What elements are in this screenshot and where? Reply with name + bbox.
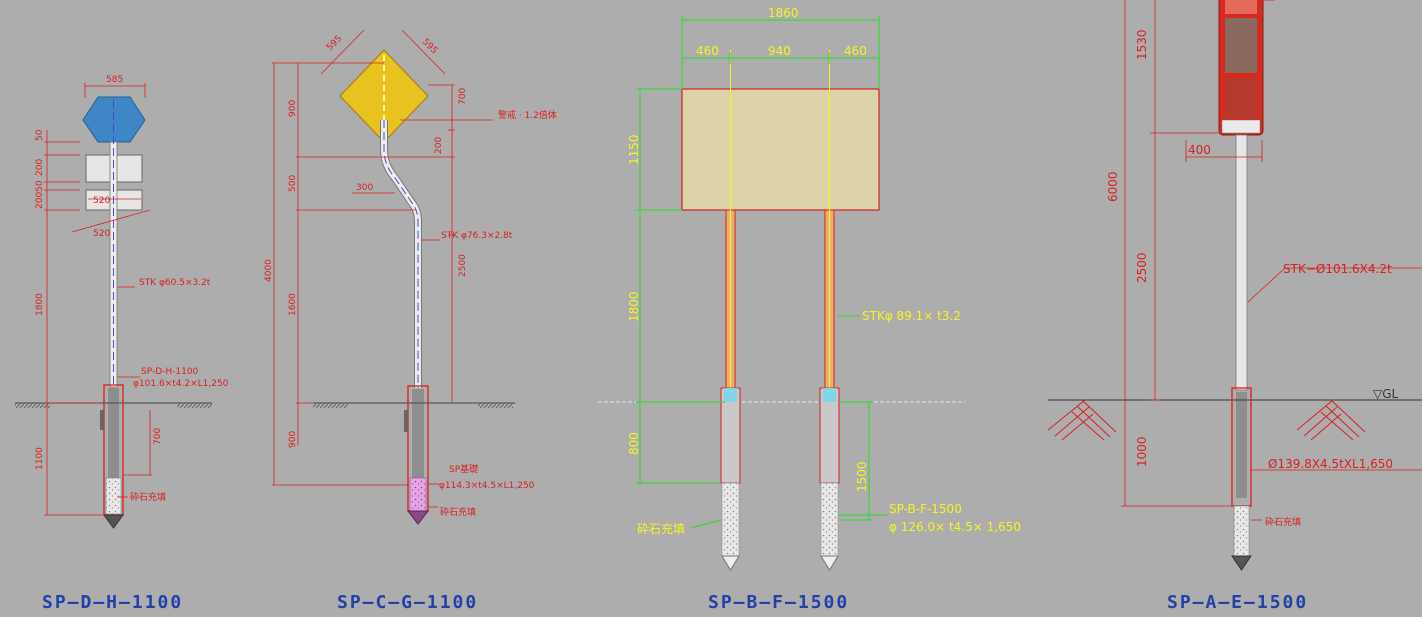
note-gravel: 砕石充填 — [637, 521, 685, 536]
dim-pole: 2500 — [1135, 252, 1149, 283]
note-base-1: SP基礎 — [449, 463, 478, 475]
dim-sign-right: 700 — [458, 88, 468, 105]
dim-right-w: 460 — [844, 44, 867, 58]
dim-sleeve-h: 1500 — [855, 461, 869, 492]
note-pipe: STKφ 89.1× t3.2 — [862, 309, 961, 323]
dim-mid: 500 — [288, 175, 298, 192]
dim-right-lower: 2500 — [458, 254, 468, 277]
dim-h3: 20050 — [35, 180, 45, 209]
panel-sp-b-f-1500: 1860 460 940 460 1150 1800 800 1500 STKφ… — [598, 6, 1021, 613]
dim-mid-w: 940 — [768, 44, 791, 58]
panel-sp-a-e-1500: 1530 6000 400 2500 1000 STK−Ø101.6X4.2t … — [1047, 0, 1422, 613]
note-gravel: 砕石充填 — [1265, 516, 1301, 528]
gravel-fill — [105, 477, 122, 515]
dim-embed: 900 — [288, 431, 298, 448]
dim-total: 4000 — [264, 259, 274, 282]
dimension-lines — [44, 83, 152, 516]
gravel-fill — [1233, 505, 1250, 557]
dim-plate-w1: 520 — [93, 196, 110, 206]
caption: SP—B—F—1500 — [708, 592, 849, 613]
dim-sign-left: 900 — [288, 100, 298, 117]
ground-line — [313, 402, 515, 408]
dim-pole: 1600 — [288, 293, 298, 316]
note-sleeve-2: φ 126.0× t4.5× 1,650 — [889, 520, 1021, 534]
panel-sp-d-h-1100: 585 50 200 20050 520 520 1800 1100 700 S… — [15, 75, 229, 613]
caption: SP—D—H—1100 — [42, 592, 183, 613]
note-sleeve-1: SP-D-H-1100 — [141, 367, 199, 377]
caption: SP—C—G—1100 — [337, 592, 478, 613]
dim-total: 6000 — [1106, 171, 1120, 202]
post-right — [819, 50, 840, 571]
dim-embed: 1100 — [35, 447, 45, 470]
note-base-2: φ114.3×t4.5×L1,250 — [439, 481, 535, 491]
note-sign: 警戒 · 1.2倍体 — [498, 109, 557, 121]
dim-pole: 1800 — [35, 293, 45, 316]
dim-width-top: 585 — [106, 75, 123, 85]
note-sleeve-2: φ101.6×t4.2×L1,250 — [133, 379, 229, 389]
dim-embed-inner: 700 — [153, 428, 163, 445]
signboard — [681, 88, 880, 211]
note-ground-level: ▽GL — [1373, 387, 1399, 401]
note-sleeve: Ø139.8X4.5tXL1,650 — [1268, 457, 1393, 471]
note-pipe: STK φ76.3×2.8t — [441, 231, 513, 241]
gravel-fill — [409, 477, 427, 512]
dim-offset-v: 200 — [434, 137, 444, 154]
note-gravel: 砕石充填 — [130, 491, 166, 503]
panel-sp-c-g-1100: 595 595 900 700 200 300 500 4000 1600 25… — [264, 29, 557, 613]
dimension-lines — [636, 16, 887, 529]
dim-total-w: 1860 — [768, 6, 799, 20]
dim-width: 400 — [1188, 143, 1211, 157]
dim-side-left: 595 — [325, 34, 344, 53]
dim-h2: 200 — [35, 159, 45, 176]
dim-board-h: 1150 — [627, 134, 641, 165]
pole — [1235, 134, 1248, 391]
dim-top: 1530 — [1135, 29, 1149, 60]
note-pipe: STK φ60.5×3.2t — [139, 278, 211, 288]
ground-line — [1047, 399, 1422, 441]
dim-embed: 1000 — [1135, 436, 1149, 467]
dim-offset-h: 300 — [356, 183, 373, 193]
dim-h1: 50 — [35, 129, 45, 141]
bent-pole — [380, 120, 422, 388]
note-sleeve-1: SP-B-F-1500 — [889, 502, 962, 516]
dim-left-w: 460 — [696, 44, 719, 58]
dim-side-right: 595 — [420, 37, 439, 56]
dimension-lines — [272, 29, 493, 508]
note-gravel: 砕石充填 — [440, 506, 476, 518]
post-left — [720, 50, 741, 571]
caption: SP—A—E—1500 — [1167, 592, 1308, 613]
note-pipe: STK−Ø101.6X4.2t — [1283, 262, 1392, 276]
dim-plate-w2: 520 — [93, 229, 110, 239]
dim-pole-h: 1800 — [627, 291, 641, 322]
dim-embed-h: 800 — [627, 432, 641, 455]
dimension-lines — [1121, 0, 1422, 521]
